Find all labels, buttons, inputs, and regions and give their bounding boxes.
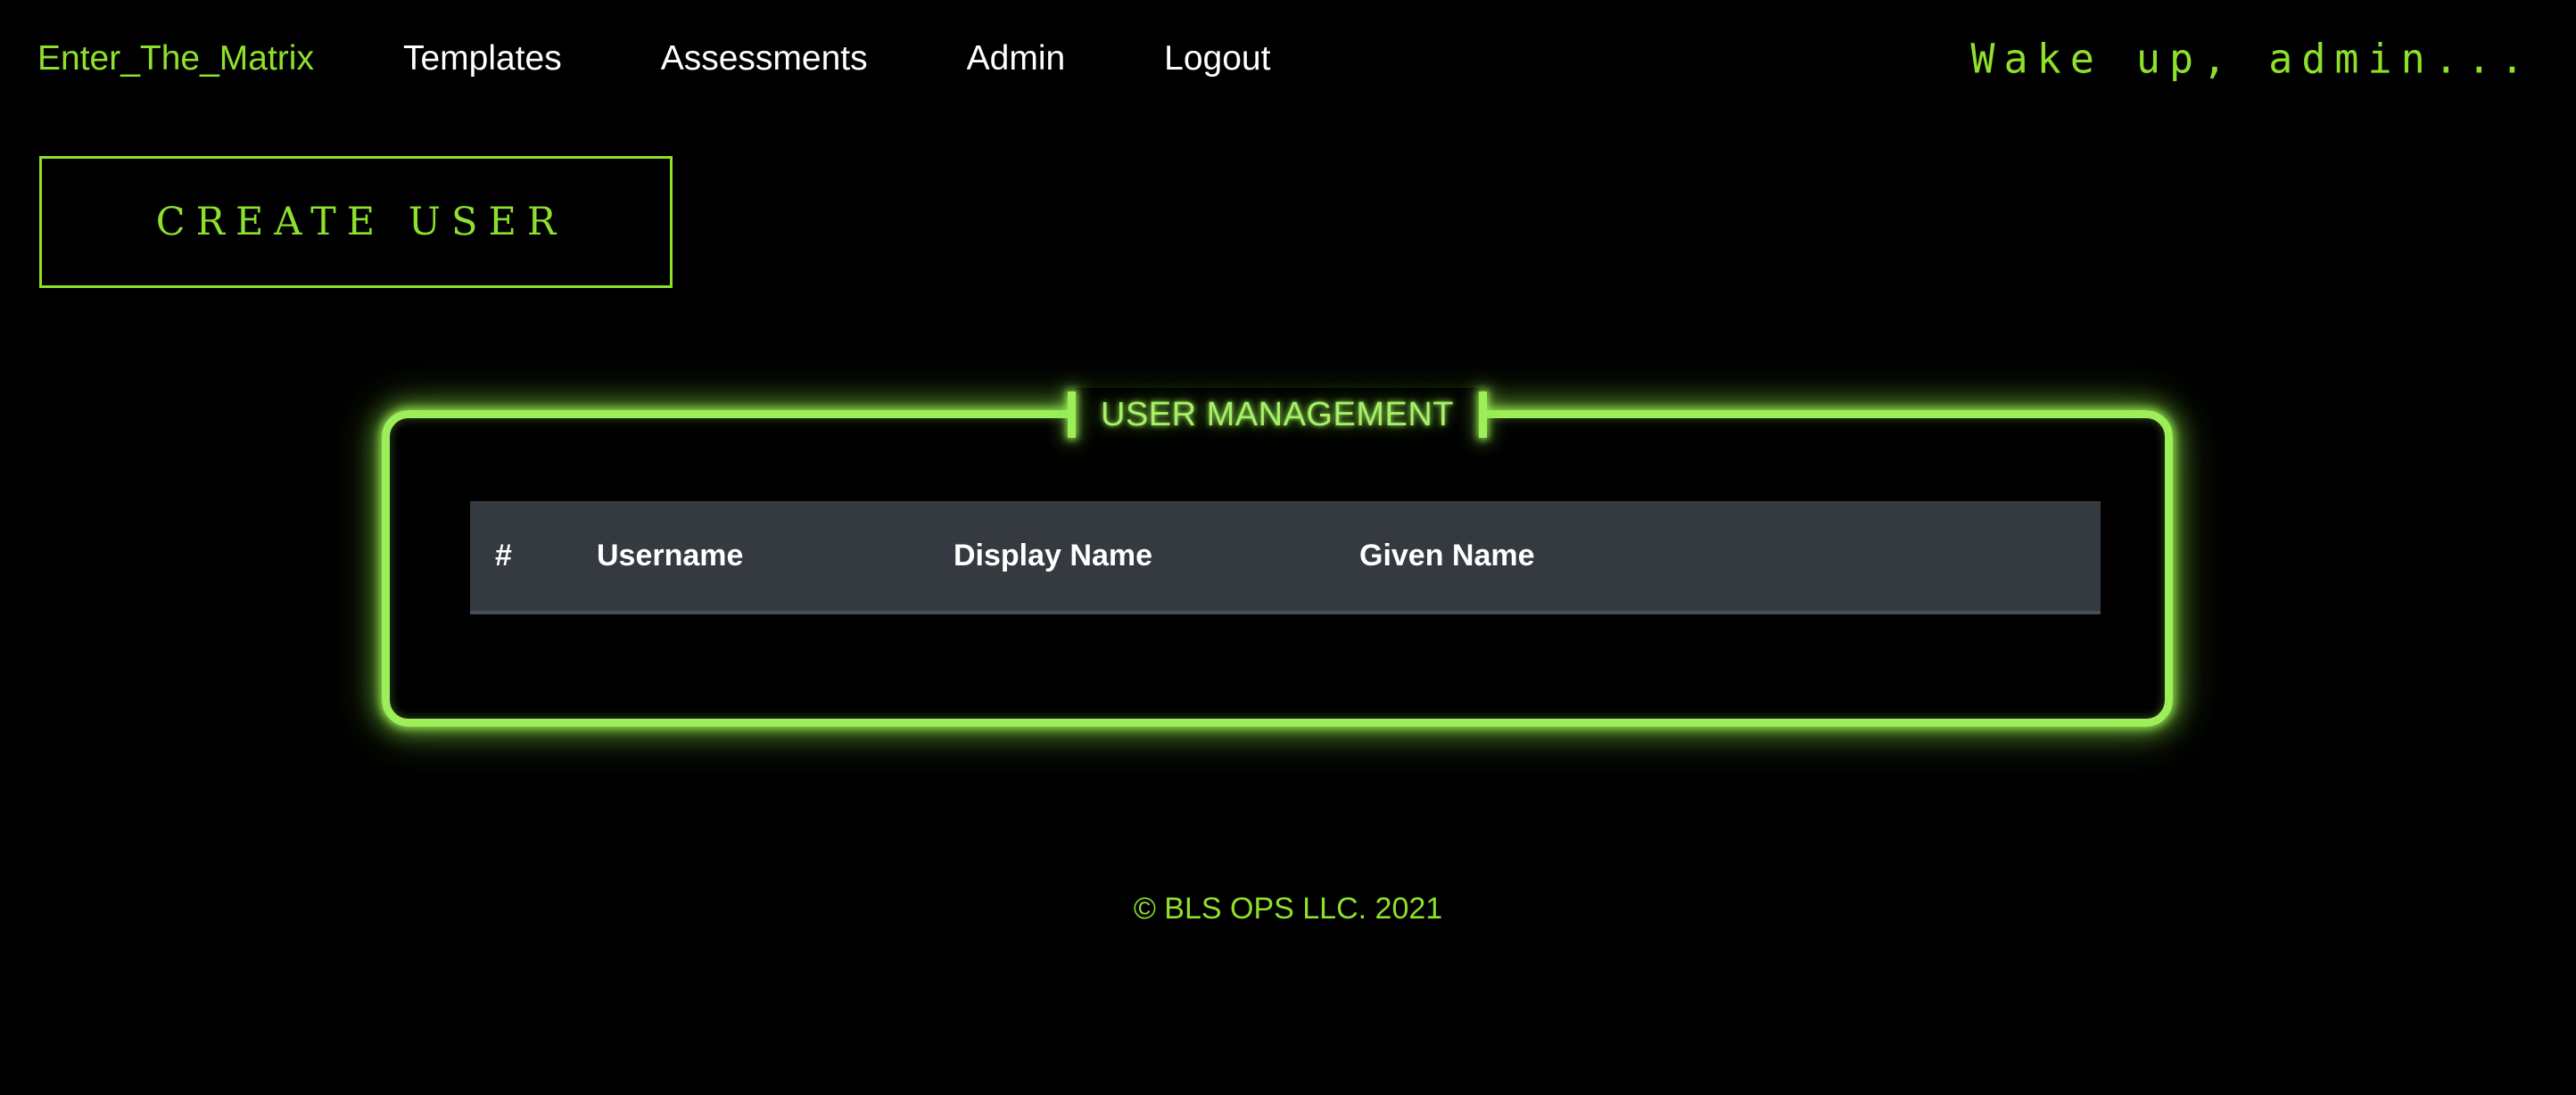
page-footer: © BLS OPS LLC. 2021 — [0, 892, 2576, 926]
user-table-container: # Username Display Name Given Name — [470, 501, 2101, 614]
table-header-row: # Username Display Name Given Name — [470, 501, 2101, 614]
legend-cap-right-icon — [1478, 391, 1487, 438]
footer-copyright: © BLS OPS LLC. 2021 — [1133, 892, 1443, 926]
user-table-head: # Username Display Name Given Name — [470, 501, 2101, 614]
nav-brand-link[interactable]: Enter_The_Matrix — [37, 39, 314, 78]
legend-cap-left-icon — [1068, 391, 1077, 438]
top-navbar: Enter_The_Matrix Templates Assessments A… — [0, 0, 2576, 118]
user-table: # Username Display Name Given Name — [470, 501, 2101, 614]
nav-link-logout[interactable]: Logout — [1164, 39, 1271, 78]
column-header-number[interactable]: # — [470, 501, 597, 614]
nav-link-templates[interactable]: Templates — [402, 39, 562, 78]
user-management-panel: USER MANAGEMENT # Username Display Name … — [382, 388, 2173, 727]
column-header-given-name[interactable]: Given Name — [1359, 501, 2101, 614]
panel-legend-label: USER MANAGEMENT — [1101, 395, 1454, 433]
user-greeting: Wake up, admin... — [1970, 35, 2533, 83]
nav-links: Templates Assessments Admin Logout — [403, 39, 1370, 78]
panel-legend: USER MANAGEMENT — [1068, 388, 1487, 441]
nav-link-admin[interactable]: Admin — [966, 39, 1066, 78]
column-header-display-name[interactable]: Display Name — [954, 501, 1359, 614]
nav-link-assessments[interactable]: Assessments — [660, 39, 868, 78]
column-header-username[interactable]: Username — [597, 501, 954, 614]
create-user-button[interactable]: CREATE USER — [39, 156, 673, 288]
